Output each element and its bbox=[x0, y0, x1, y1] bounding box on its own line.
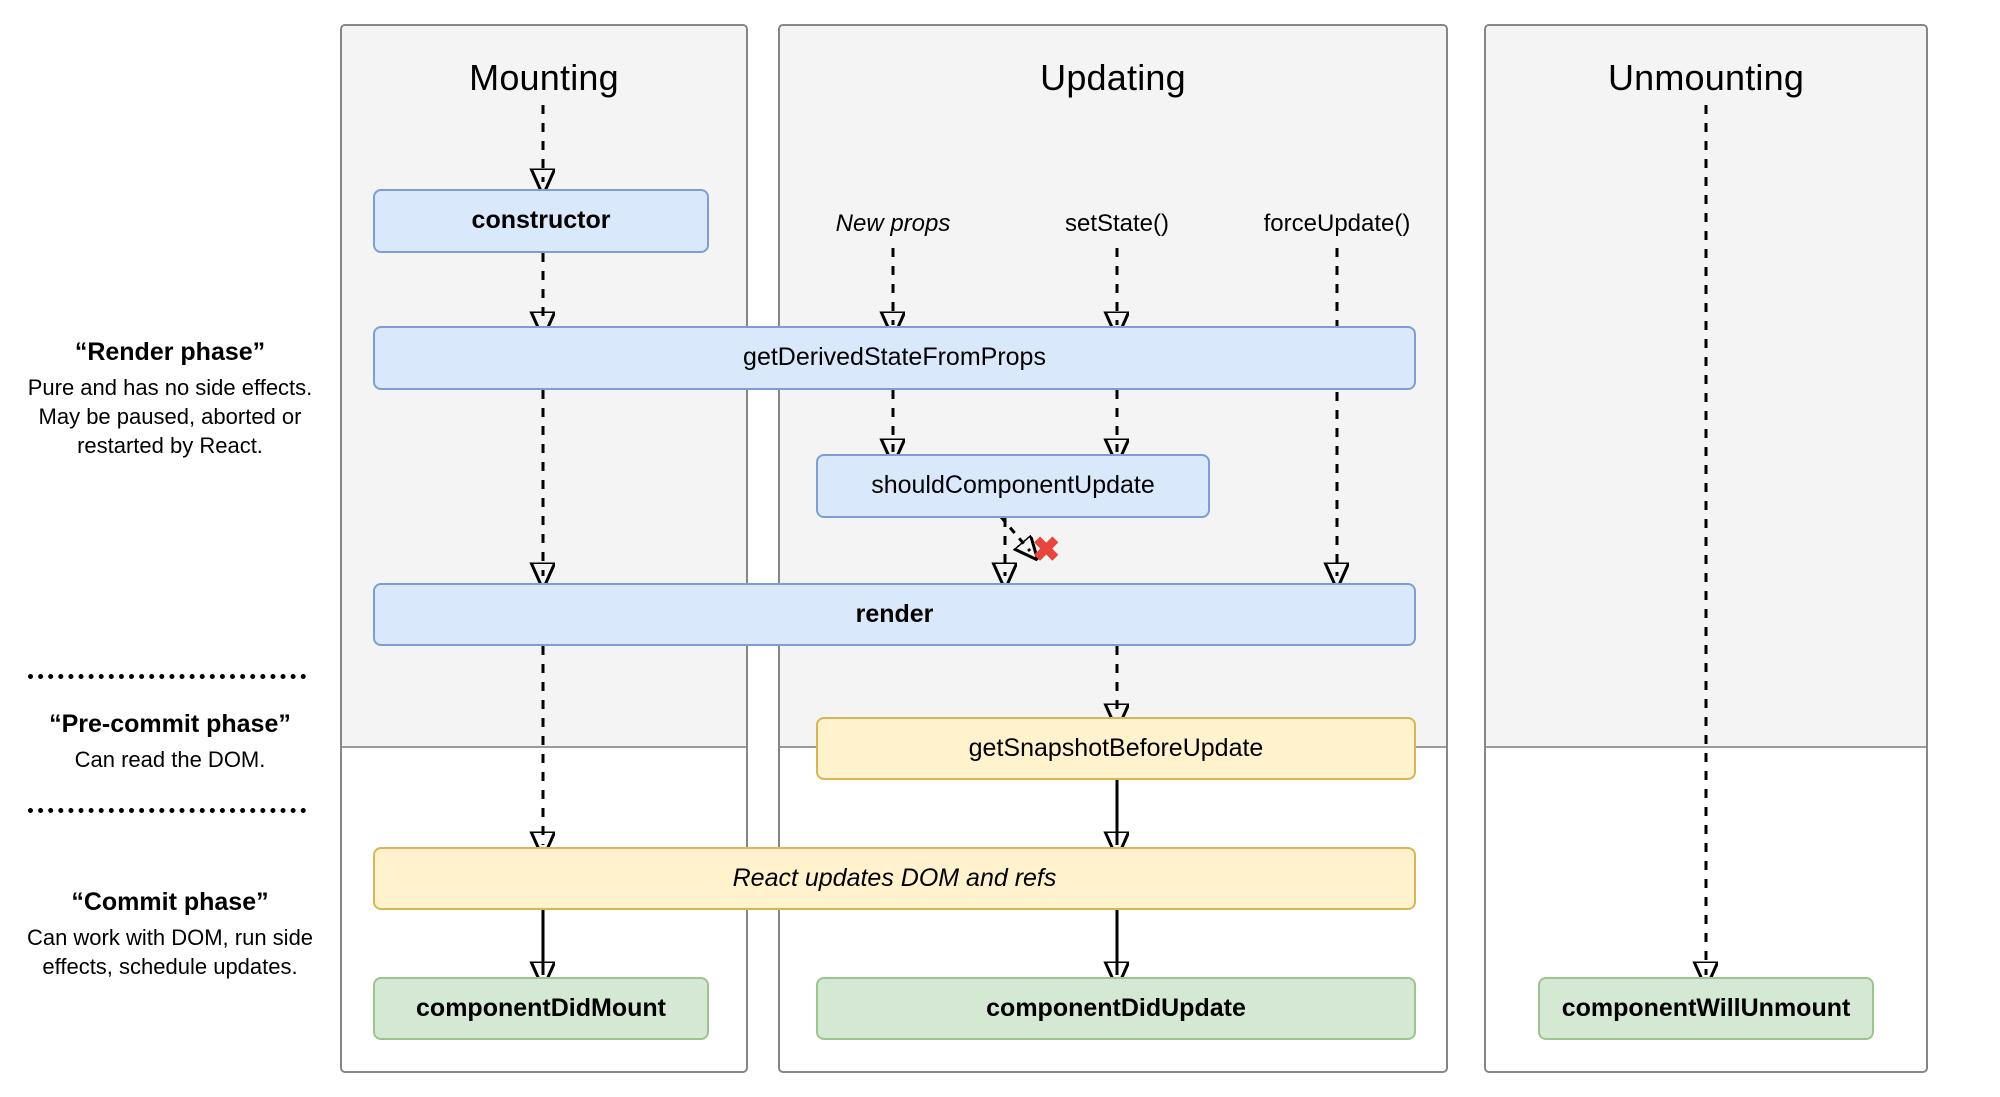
phase-legend-render-description: Pure and has no side effects. May be pau… bbox=[27, 375, 313, 459]
phase-legend-pre-commit: “Pre-commit phase” Can read the DOM. bbox=[20, 710, 320, 774]
column-title-updating: Updating bbox=[1040, 57, 1186, 98]
lifecycle-box-component-did-mount[interactable]: componentDidMount bbox=[373, 977, 709, 1040]
phase-legend-render-title: “Render phase” bbox=[74, 338, 266, 366]
phase-legend-commit-description: Can work with DOM, run side effects, sch… bbox=[26, 925, 314, 980]
phase-legend-render: “Render phase” Pure and has no side effe… bbox=[20, 338, 320, 460]
lifecycle-box-component-will-unmount[interactable]: componentWillUnmount bbox=[1538, 977, 1874, 1040]
phase-legend-commit: “Commit phase” Can work with DOM, run si… bbox=[20, 888, 320, 981]
lifecycle-box-constructor[interactable]: constructor bbox=[373, 189, 709, 253]
phase-legend-pre-commit-description: Can read the DOM. bbox=[74, 747, 266, 772]
phase-divider-top bbox=[28, 674, 306, 679]
trigger-label-new-props: New props bbox=[835, 210, 951, 237]
column-title-unmounting: Unmounting bbox=[1607, 57, 1805, 98]
phase-legend-pre-commit-title: “Pre-commit phase” bbox=[49, 710, 291, 738]
lifecycle-box-get-derived-state-from-props[interactable]: getDerivedStateFromProps bbox=[373, 326, 1416, 390]
phase-divider-bottom bbox=[28, 808, 306, 813]
lifecycle-box-render[interactable]: render bbox=[373, 583, 1416, 646]
column-title-mounting: Mounting bbox=[469, 57, 619, 98]
lifecycle-box-should-component-update[interactable]: shouldComponentUpdate bbox=[816, 454, 1210, 518]
trigger-label-set-state: setState() bbox=[1064, 210, 1170, 237]
trigger-label-force-update: forceUpdate() bbox=[1263, 210, 1411, 237]
phase-legend-commit-title: “Commit phase” bbox=[71, 888, 269, 916]
lifecycle-box-get-snapshot-before-update[interactable]: getSnapshotBeforeUpdate bbox=[816, 717, 1416, 780]
skip-render-x-icon: ✖ bbox=[1032, 531, 1061, 569]
lifecycle-box-react-updates-dom-and-refs[interactable]: React updates DOM and refs bbox=[373, 847, 1416, 910]
lifecycle-box-component-did-update[interactable]: componentDidUpdate bbox=[816, 977, 1416, 1040]
